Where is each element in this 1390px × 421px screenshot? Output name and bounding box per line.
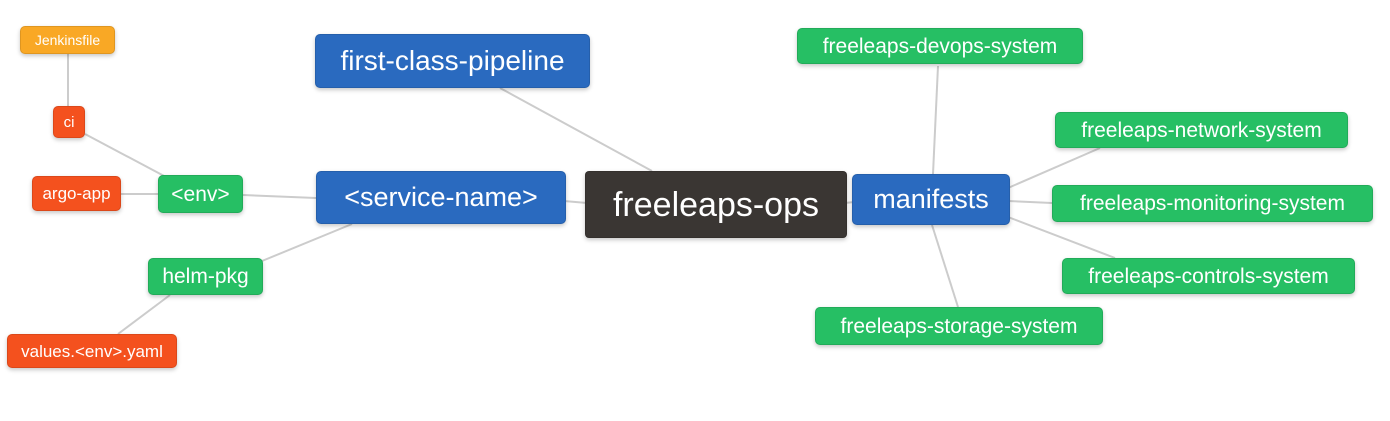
node-freeleaps-network-system[interactable]: freeleaps-network-system: [1055, 112, 1348, 148]
node-argo-app[interactable]: argo-app: [32, 176, 121, 211]
node-freeleaps-devops-system[interactable]: freeleaps-devops-system: [797, 28, 1083, 64]
node-service-name[interactable]: <service-name>: [316, 171, 566, 224]
node-jenkinsfile[interactable]: Jenkinsfile: [20, 26, 115, 54]
node-helm-pkg[interactable]: helm-pkg: [148, 258, 263, 295]
edge-pipeline-freeleaps-ops: [499, 87, 653, 172]
node-first-class-pipeline[interactable]: first-class-pipeline: [315, 34, 590, 88]
edge-manifests-devops: [932, 65, 939, 175]
edge-manifests-monitoring: [1007, 200, 1053, 204]
node-freeleaps-monitoring-system[interactable]: freeleaps-monitoring-system: [1052, 185, 1373, 222]
node-ci[interactable]: ci: [53, 106, 85, 138]
edge-service-name-helm-pkg: [261, 223, 353, 262]
node-env[interactable]: <env>: [158, 175, 243, 213]
node-freeleaps-storage-system[interactable]: freeleaps-storage-system: [815, 307, 1103, 345]
edge-service-name-freeleaps-ops: [563, 200, 588, 204]
node-values-env-yaml[interactable]: values.<env>.yaml: [7, 334, 177, 368]
edge-ci-env: [84, 133, 167, 178]
edge-helm-pkg-values: [117, 294, 171, 335]
edge-env-service-name: [242, 194, 317, 199]
edge-manifests-controls: [1007, 216, 1116, 259]
edge-manifests-storage: [931, 224, 959, 308]
node-manifests[interactable]: manifests: [852, 174, 1010, 225]
node-freeleaps-ops-root[interactable]: freeleaps-ops: [585, 171, 847, 238]
edge-manifests-network: [1007, 147, 1101, 189]
node-freeleaps-controls-system[interactable]: freeleaps-controls-system: [1062, 258, 1355, 294]
